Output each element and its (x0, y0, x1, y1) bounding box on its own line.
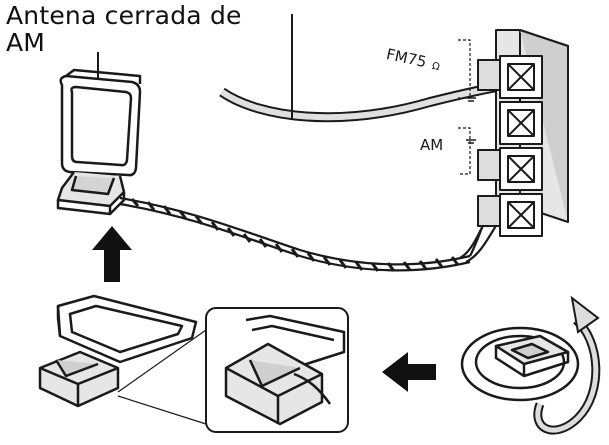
fm75-label: FM75 Ω (385, 45, 441, 73)
fm-lead-wire (219, 14, 517, 123)
up-arrow-icon (92, 226, 132, 282)
left-arrow-icon (382, 352, 436, 392)
caption-line-1: Antena cerrada de (6, 1, 242, 30)
terminal-am-2 (499, 193, 543, 237)
antenna-caption: Antena cerrada de AM (6, 2, 242, 56)
twisted-antenna-wire (119, 196, 471, 272)
ohm-symbol: Ω (431, 61, 441, 73)
terminal-brackets (458, 39, 471, 175)
zoom-inset (117, 307, 349, 433)
am-terminal-label: AM (420, 136, 443, 154)
rotate-arrow-icon (533, 295, 601, 435)
terminal-fm-2 (499, 101, 543, 145)
fm-terminal-label: FM75 (385, 45, 429, 71)
terminal-am-1 (499, 147, 543, 191)
ground-symbols (466, 97, 476, 144)
wire-twist-marks (130, 198, 460, 272)
terminal-fm-1 (499, 55, 543, 99)
assembled-antenna-bottom (38, 294, 198, 408)
am-loop-antenna-upright (56, 68, 142, 216)
caption-line-2: AM (6, 28, 46, 57)
antenna-terminal-panel (477, 29, 569, 237)
rotating-antenna (460, 326, 580, 402)
